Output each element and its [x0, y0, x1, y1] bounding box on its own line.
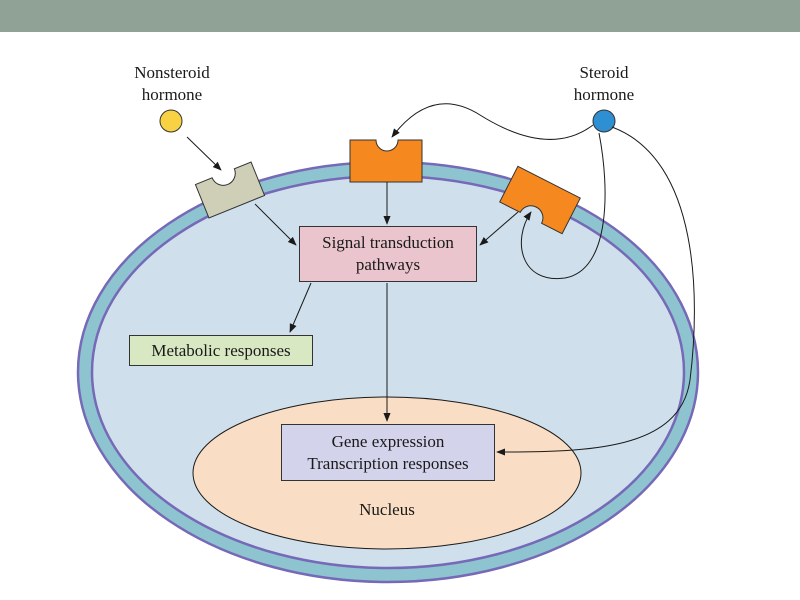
nonsteroid-label-line1: Nonsteroid: [134, 63, 210, 82]
arrow-steroid-to-top-receptor: [391, 103, 594, 140]
steroid-membrane-receptor-icon: [349, 139, 423, 183]
nucleus-label: Nucleus: [359, 500, 415, 519]
steroid-receptor-tilted-icon: [499, 165, 581, 235]
arrow-nonsteroid-to-receptor: [186, 136, 222, 171]
arrow-signal-to-metabolic: [289, 282, 312, 333]
arrow-steroid-to-gene: [496, 126, 695, 456]
signal-line2: pathways: [355, 255, 421, 274]
metabolic-label: Metabolic responses: [151, 340, 291, 360]
gene-line1: Gene expression: [331, 431, 445, 451]
steroid-hormone-icon: [592, 109, 616, 133]
steroid-hormone-label: Steroid hormone: [544, 62, 664, 106]
nonsteroid-hormone-icon: [159, 109, 183, 133]
header-bar: [0, 0, 800, 32]
gene-line2: Transcription responses: [307, 453, 469, 473]
nonsteroid-receptor-icon: [194, 161, 266, 219]
nonsteroid-hormone-label: Nonsteroid hormone: [110, 62, 234, 106]
arrow-gray-receptor-to-signal: [254, 203, 297, 246]
steroid-label-line1: Steroid: [579, 63, 629, 82]
steroid-label-line2: hormone: [573, 85, 635, 104]
arrow-steroid-to-tilted-receptor: [520, 132, 606, 279]
arrow-tilted-receptor-to-signal: [479, 211, 519, 246]
signal-transduction-box: Signal transduction pathways: [299, 226, 477, 282]
metabolic-responses-box: Metabolic responses: [129, 335, 313, 366]
signal-line1: Signal transduction: [322, 233, 454, 252]
nonsteroid-label-line2: hormone: [141, 85, 203, 104]
gene-expression-box: Gene expression Transcription responses: [281, 424, 495, 481]
